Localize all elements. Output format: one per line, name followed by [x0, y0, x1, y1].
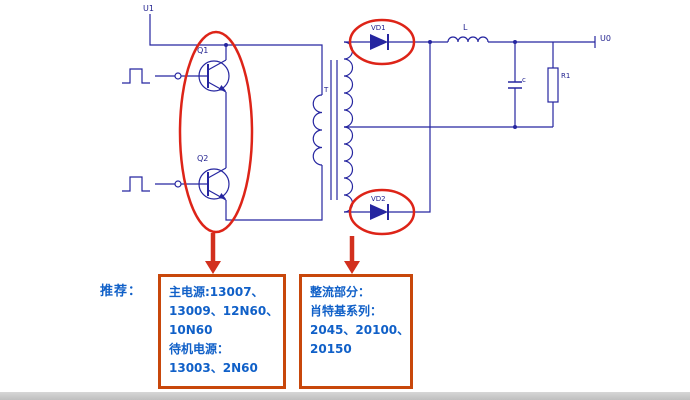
q2-emitter-arrow	[218, 193, 226, 199]
rec-box1-line: 10N60	[169, 323, 213, 337]
capacitor	[508, 81, 522, 89]
rec-box1-line: 13003、2N60	[169, 361, 258, 375]
rec-box2-line: 2045、20100、	[310, 323, 410, 337]
recommendation-label: 推荐：	[100, 284, 143, 299]
inductor	[447, 36, 489, 43]
rec-box1-line: 13009、12N60、	[169, 304, 279, 318]
capacitor-label: c	[522, 76, 526, 84]
q2-base-terminal	[174, 180, 182, 188]
transformer-core	[330, 60, 338, 200]
arrow-to-box1-head	[205, 261, 221, 274]
resistor-label: R1	[561, 72, 570, 80]
vd2-cathode-wire	[388, 42, 431, 213]
pulse-input-2-icon	[122, 176, 150, 192]
diode-vd1	[370, 34, 389, 50]
q1-emitter-arrow	[218, 85, 226, 91]
rec-box2-line: 20150	[310, 342, 352, 356]
resistor	[547, 67, 559, 103]
transformer	[312, 41, 354, 213]
q1-base-terminal	[174, 72, 182, 80]
vd2-label: VD2	[371, 195, 386, 203]
rec-box2-line: 肖特基系列：	[310, 304, 383, 318]
inductor-label: L	[463, 23, 468, 32]
junction-dots	[224, 40, 517, 129]
annotation-arrows	[205, 233, 360, 274]
rec-box1-line: 主电源:13007、	[169, 285, 264, 299]
highlight-ellipse-transistors	[178, 30, 254, 234]
recommendation-box-rectifier: 整流部分： 肖特基系列： 2045、20100、 20150	[299, 274, 413, 389]
diode-vd2	[370, 204, 389, 220]
primary-winding	[312, 94, 323, 166]
pulse-input-1-icon	[122, 68, 150, 84]
q1-label: Q1	[197, 46, 208, 55]
highlight-ellipse-vd2	[348, 188, 416, 236]
transistor-q2	[198, 167, 230, 201]
supply-wire	[149, 14, 323, 95]
rec-box1-line: 待机电源：	[169, 342, 230, 356]
highlight-ellipse-vd1	[348, 18, 416, 66]
pulse-input-symbols	[122, 68, 182, 192]
secondary-winding	[343, 41, 354, 213]
vd1-label: VD1	[371, 24, 386, 32]
supply-label: U1	[143, 4, 154, 13]
highlights	[178, 18, 416, 236]
arrow-to-box2-head	[344, 261, 360, 274]
transistor-q1	[198, 59, 230, 93]
q2-label: Q2	[197, 154, 208, 163]
output-label: U0	[600, 34, 611, 43]
rec-box2-line: 整流部分：	[310, 285, 371, 299]
transformer-label: T	[323, 86, 329, 94]
recommendation-box-main-power: 主电源:13007、 13009、12N60、 10N60 待机电源： 1300…	[158, 274, 286, 389]
bottom-border-strip	[0, 392, 690, 400]
primary-return-wire	[225, 165, 323, 221]
